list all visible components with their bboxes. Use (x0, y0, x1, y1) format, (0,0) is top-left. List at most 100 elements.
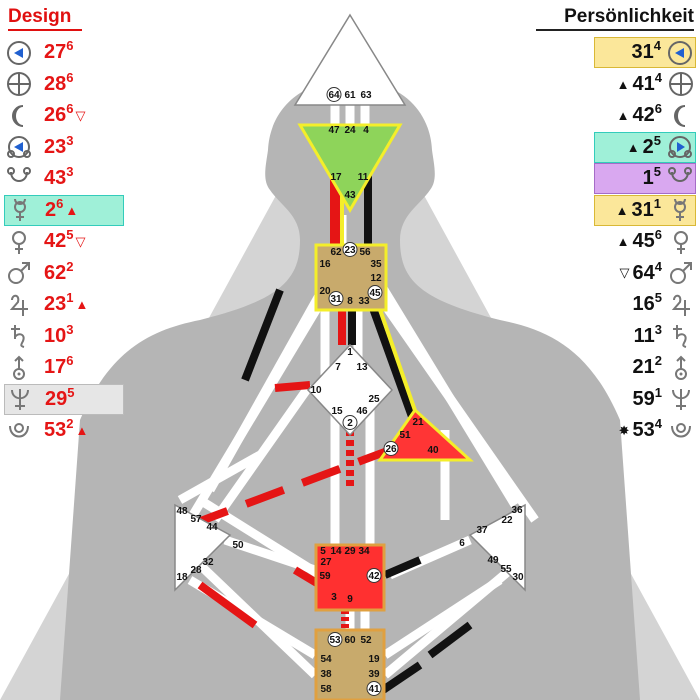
gate-number: 2 (45, 198, 57, 221)
saturn-icon (666, 321, 696, 351)
gate-label-44: 44 (206, 522, 218, 533)
personality-row-mercury: ▲311 (594, 194, 696, 226)
line-number: 1 (66, 290, 74, 305)
personality-row-moon: ▲426 (594, 100, 696, 131)
design-row-pluto: 532▲ (4, 415, 124, 446)
fixing-mark: ✸ (618, 422, 630, 438)
line-number: 4 (653, 38, 661, 53)
line-number: 5 (653, 164, 661, 179)
gate-label-18: 18 (176, 572, 188, 583)
gate-label-21: 21 (412, 417, 424, 428)
south-node-icon (665, 164, 695, 194)
personality-row-neptune: 591 (594, 384, 696, 415)
gate-label-37: 37 (476, 525, 488, 536)
uranus-icon (666, 353, 696, 383)
north-node-icon (4, 132, 34, 162)
gate-label-24: 24 (344, 125, 356, 136)
gate-activation-circle (326, 87, 342, 102)
pluto-icon (666, 416, 696, 446)
line-number: 2 (66, 258, 74, 274)
gate-label-58: 58 (320, 684, 332, 695)
gate-number: 64 (632, 261, 655, 284)
pluto-icon (4, 416, 34, 446)
personality-row-pluto: ✸534 (594, 415, 696, 446)
gate-number: 41 (632, 72, 655, 95)
gate-label-7: 7 (335, 362, 341, 373)
sun-icon (665, 38, 695, 68)
uranus-icon (4, 353, 34, 383)
gate-label-49: 49 (487, 555, 499, 566)
gate-label-46: 46 (356, 406, 368, 417)
gate-number: 1 (642, 167, 654, 189)
personality-row-earth: ▲414 (594, 69, 696, 100)
gate-label-41: 41 (368, 684, 380, 695)
spleen-center (174, 503, 232, 592)
activation-value: 532 (44, 416, 74, 442)
line-number: 6 (654, 101, 662, 116)
gate-label-38: 38 (320, 669, 332, 680)
gate-label-1: 1 (347, 347, 353, 358)
fixing-mark: ▲ (65, 202, 79, 218)
gate-label-30: 30 (512, 572, 524, 583)
solar-plexus-center (468, 503, 526, 592)
line-number: 4 (654, 69, 662, 85)
activation-value: 534 (633, 417, 662, 442)
gate-label-57: 57 (190, 514, 202, 525)
line-number: 6 (654, 227, 662, 242)
gate-label-12: 12 (370, 273, 382, 284)
gate-number: 23 (44, 293, 67, 315)
gate-label-56: 56 (359, 247, 371, 258)
personality-heading: Persönlichkeit (536, 6, 694, 31)
design-row-earth: 286 (4, 69, 124, 100)
gate-number: 31 (631, 41, 654, 63)
activation-value: 425 (44, 227, 74, 253)
gate-label-5: 5 (320, 546, 326, 557)
gate-label-22: 22 (501, 515, 513, 526)
line-number: 2 (654, 353, 662, 368)
design-row-uranus: 176 (4, 352, 124, 383)
activation-value: 15 (642, 164, 661, 190)
design-row-mercury: 26▲ (4, 194, 124, 226)
line-number: 3 (654, 321, 662, 337)
line-number: 5 (66, 227, 74, 242)
mars-icon (4, 258, 34, 288)
gate-label-25: 25 (368, 394, 380, 405)
design-row-saturn: 103 (4, 321, 124, 352)
gate-label-26: 26 (385, 444, 397, 455)
gate-label-13: 13 (356, 362, 368, 373)
gate-label-15: 15 (331, 406, 343, 417)
gate-number: 17 (44, 356, 67, 378)
line-number: 1 (654, 384, 662, 400)
activation-value: 113 (633, 321, 662, 348)
gate-number: 11 (633, 324, 655, 347)
ajna-center (297, 123, 403, 213)
activation-value: 233 (44, 134, 73, 159)
gate-label-50: 50 (232, 540, 244, 551)
gate-number: 28 (44, 72, 67, 95)
activation-value: 433 (44, 165, 73, 190)
earth-icon (4, 69, 34, 99)
gate-label-42: 42 (368, 571, 380, 582)
line-number: 2 (66, 416, 74, 431)
neptune-icon (5, 384, 35, 414)
activation-value: 426 (633, 101, 662, 127)
fixing-mark: ▲ (626, 139, 640, 155)
fixing-mark: ▲ (75, 423, 89, 438)
mercury-icon (665, 195, 695, 225)
fixing-mark: ▽ (75, 107, 86, 123)
gate-label-27: 27 (320, 557, 332, 568)
gate-label-54: 54 (320, 654, 332, 665)
fixing-mark: ▲ (615, 202, 629, 218)
fixing-mark: ▲ (75, 297, 89, 312)
line-number: 6 (66, 101, 74, 116)
gate-label-32: 32 (202, 557, 214, 568)
g-center (306, 343, 394, 437)
mars-icon (666, 258, 696, 288)
personality-row-jupiter: 165 (594, 289, 696, 320)
gate-label-61: 61 (344, 90, 356, 101)
gate-label-28: 28 (190, 565, 202, 576)
activation-value: 266 (44, 101, 74, 127)
gate-label-3: 3 (331, 592, 337, 603)
activation-value: 591 (633, 384, 662, 411)
